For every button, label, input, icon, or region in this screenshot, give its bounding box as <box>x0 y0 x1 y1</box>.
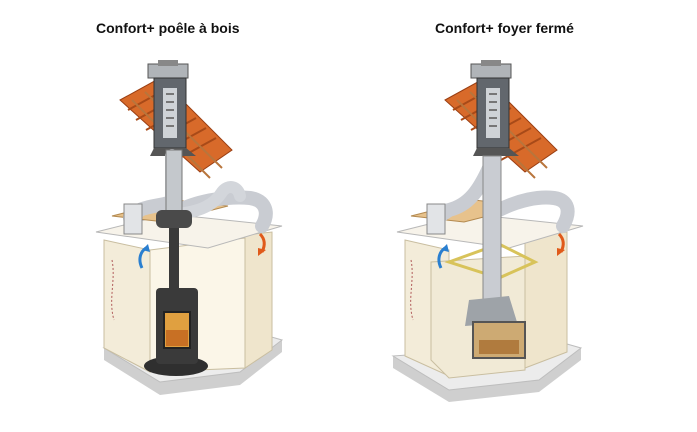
wood-stove <box>144 288 208 376</box>
panel-wood-stove: Confort+ poêle à bois <box>0 0 348 432</box>
chimney-cap <box>470 60 519 156</box>
airflow-arrows <box>410 232 565 321</box>
closed-fireplace-illustration <box>391 60 584 402</box>
wood-stove-illustration <box>95 60 284 395</box>
panel-title: Confort+ poêle à bois <box>96 20 240 36</box>
panel-title: Confort+ foyer fermé <box>435 20 574 36</box>
flue-pipe <box>156 149 192 290</box>
panel-closed-fireplace: Confort+ foyer fermé <box>349 0 697 432</box>
chimney-cap <box>147 60 196 156</box>
closed-fireplace <box>472 321 526 359</box>
airflow-arrows <box>111 232 266 321</box>
